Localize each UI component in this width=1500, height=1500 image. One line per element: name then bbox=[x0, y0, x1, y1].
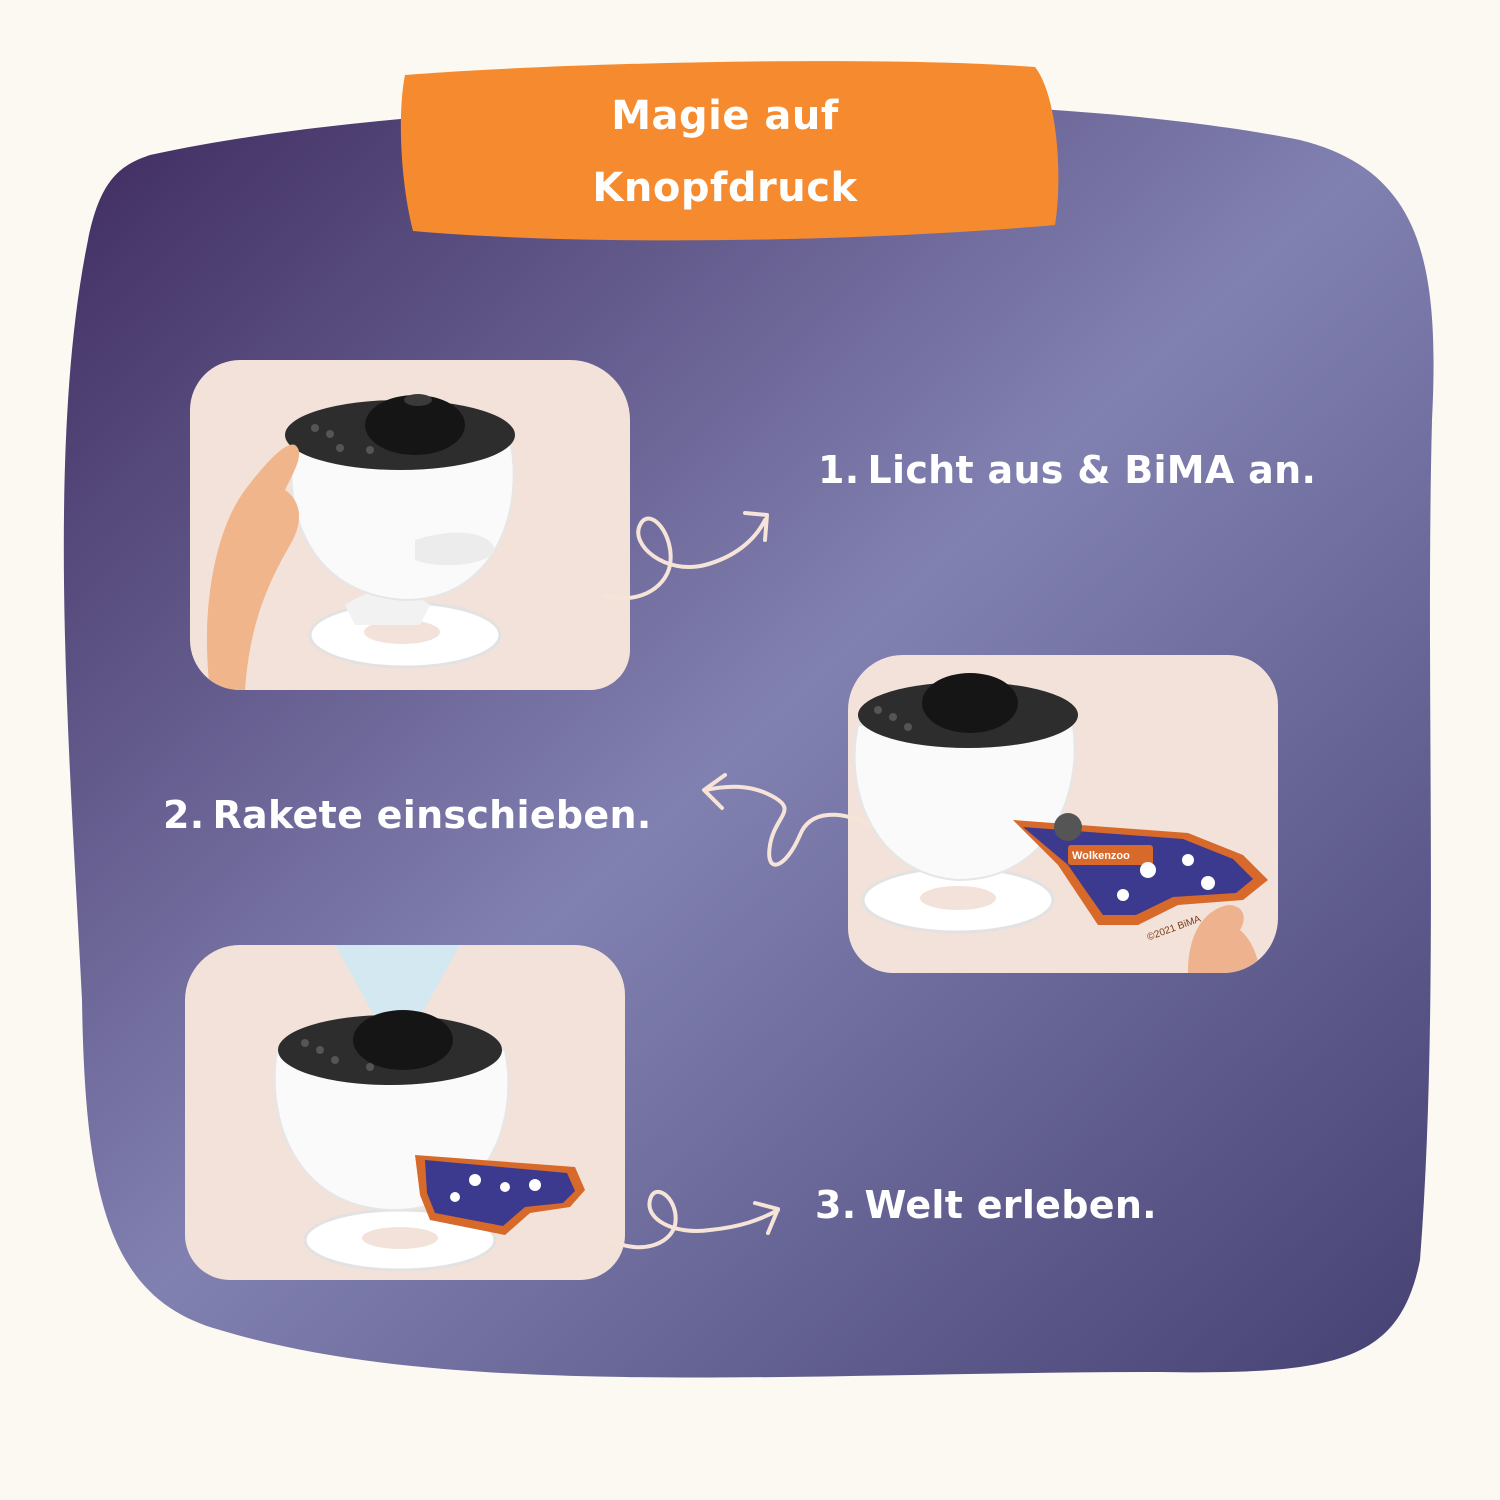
step-1-number: 1. bbox=[818, 448, 860, 492]
arrow-step-1 bbox=[603, 511, 769, 601]
page-title: Magie auf Knopfdruck bbox=[395, 80, 1055, 224]
title-banner bbox=[400, 61, 1059, 241]
step-2-text: Rakete einschieben. bbox=[212, 793, 652, 837]
step-2-image: Wolkenzoo ©2021 BiMA bbox=[848, 655, 1278, 973]
step-3-label: 3.Welt erleben. bbox=[815, 1183, 1157, 1227]
arrow-step-2 bbox=[702, 773, 872, 867]
title-line-1: Magie auf bbox=[611, 93, 839, 139]
step-1-image bbox=[190, 360, 630, 690]
step-2-label: 2.Rakete einschieben. bbox=[163, 793, 652, 837]
step-1-label: 1.Licht aus & BiMA an. bbox=[818, 448, 1316, 492]
step-2-number: 2. bbox=[163, 793, 205, 837]
step-1-text: Licht aus & BiMA an. bbox=[867, 448, 1317, 492]
step-3-image bbox=[185, 945, 625, 1280]
card-title: Wolkenzoo bbox=[1072, 850, 1130, 862]
title-line-2: Knopfdruck bbox=[592, 165, 858, 211]
step-3-text: Welt erleben. bbox=[864, 1183, 1157, 1227]
arrow-step-3 bbox=[608, 1190, 780, 1250]
step-3-number: 3. bbox=[815, 1183, 857, 1227]
